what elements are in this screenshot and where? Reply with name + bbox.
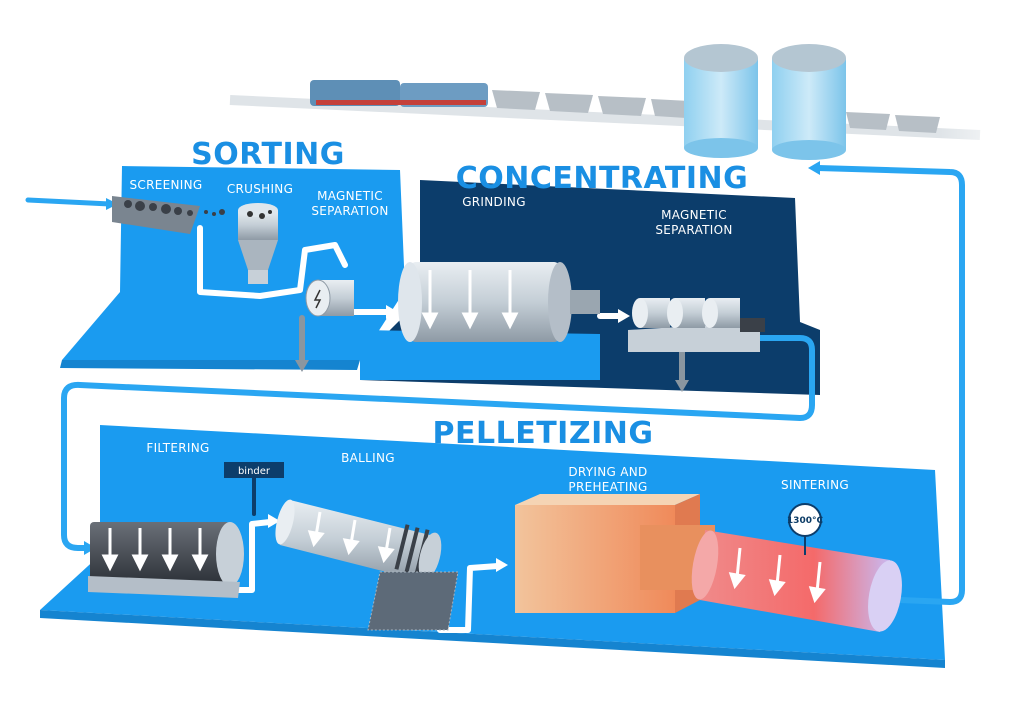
temperature-label: 1300°C [787,516,824,526]
flow-lines [25,161,965,633]
binder-label: binder [238,466,271,477]
grinding-label: GRINDING [462,195,526,209]
balling-to-drying-line [437,563,501,633]
pelletizing-title: PELLETIZING [433,416,654,451]
storage-silos [684,44,846,160]
input-flow-line [25,197,113,207]
drying-label-line-2: PREHEATING [568,480,647,494]
balling-label: BALLING [341,451,395,465]
drying-oven [515,494,715,613]
grinding-mill [398,262,600,342]
magnetic-separator-2 [628,298,765,352]
screening-equipment [112,196,225,234]
waste-arrow-icon [295,360,309,372]
concentrating-to-pelletizing-line [61,335,815,551]
railway-group [229,80,1024,150]
locomotive [310,80,488,107]
magnetic-separator-1 [305,279,354,317]
drying-label-line-1: DRYING AND [568,465,647,479]
flow-arrow-icon [386,305,398,319]
temperature-badge: 1300°C [787,503,824,537]
flow-arrow-icon-6 [808,161,820,175]
sintering-label: SINTERING [781,478,849,492]
lightning-icon [313,289,322,309]
waste-arrow-icon-2 [675,380,689,392]
flow-arrow-icon-5 [496,558,508,572]
magnetic-separation-label-2-line-1: MAGNETIC [661,208,727,222]
concentrating-title: CONCENTRATING [456,161,749,196]
balling-drum [275,499,442,580]
flow-arrow-icon-4 [268,514,280,528]
sorting-flow-line [197,225,348,299]
output-to-storage-line [815,165,965,605]
magnetic-separation-label-1-line-1: MAGNETIC [317,189,383,203]
sintering-kiln [691,530,902,632]
filter-to-balling-line [229,519,273,593]
sorting-title: SORTING [191,137,345,172]
flow-arrow-icon-2 [618,309,630,323]
crusher [238,203,278,284]
crushing-label: CRUSHING [227,182,293,196]
pellet-screen [367,571,459,631]
binder-tag: binder [224,462,284,478]
filtering-label: FILTERING [146,441,209,455]
filter-drum [88,522,244,598]
ore-wagons [492,90,940,133]
screening-label: SCREENING [130,178,203,192]
magnetic-separation-label-1-line-2: SEPARATION [311,204,388,218]
magnetic-separation-label-2-line-2: SEPARATION [655,223,732,237]
